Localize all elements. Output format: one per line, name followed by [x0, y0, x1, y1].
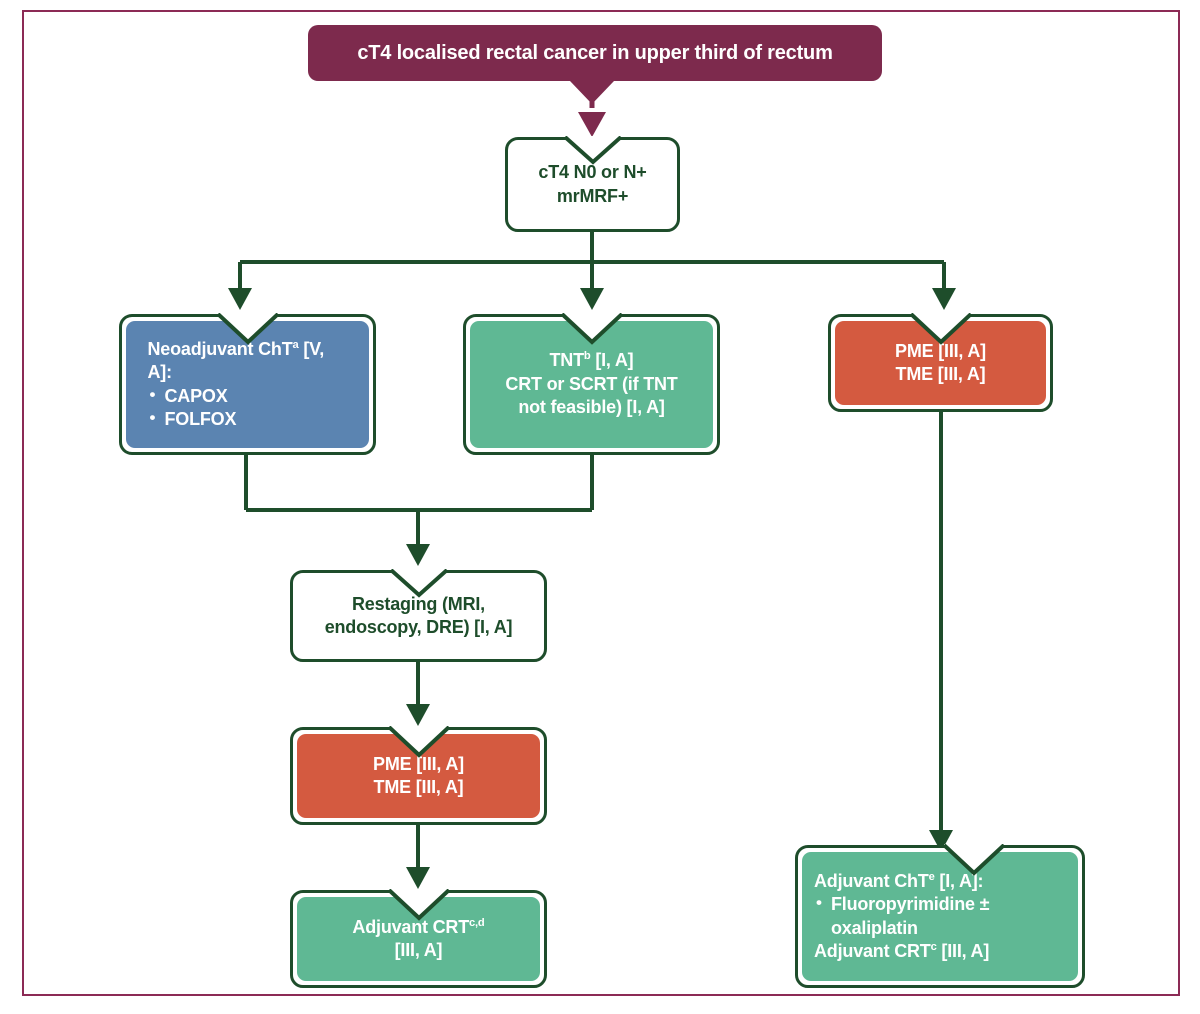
node-pme-tme-middle-line1: PME [III, A]	[373, 753, 464, 774]
node-staging[interactable]: cT4 N0 or N+ mrMRF+	[505, 136, 680, 232]
list-item: CAPOX	[148, 383, 348, 408]
node-neoadjuvant-cht-bullets: CAPOX FOLFOX	[148, 383, 348, 432]
node-neoadjuvant-cht-lead-sup: a	[292, 338, 299, 351]
node-tnt[interactable]: TNTb [I, A] CRT or SCRT (if TNT not feas…	[463, 313, 720, 455]
node-adjuvant-cht-lead-tail: [I, A]:	[934, 870, 984, 891]
node-adjuvant-crt-text: Adjuvant CRTc,d [III, A]	[352, 916, 484, 963]
node-pme-tme-right-text: PME [III, A] TME [III, A]	[895, 340, 986, 387]
node-pme-tme-middle-text: PME [III, A] TME [III, A]	[373, 753, 464, 800]
header-banner: cT4 localised rectal cancer in upper thi…	[308, 25, 882, 81]
node-adjuvant-cht-footer: Adjuvant CRTc [III, A]	[814, 940, 1066, 963]
arrowhead-restaging	[406, 544, 430, 566]
header-banner-label: cT4 localised rectal cancer in upper thi…	[357, 41, 833, 64]
arrowhead-tnt	[580, 288, 604, 310]
node-tnt-text: TNTb [I, A] CRT or SCRT (if TNT not feas…	[505, 349, 677, 419]
node-neoadjuvant-cht-lead-tail: [V, A]:	[147, 338, 325, 383]
node-neoadjuvant-cht[interactable]: Neoadjuvant ChTa [V, A]: CAPOX FOLFOX	[119, 313, 376, 455]
node-pme-tme-right-line1: PME [III, A]	[895, 340, 986, 361]
node-neoadjuvant-cht-lead-main: Neoadjuvant ChT	[147, 338, 293, 359]
node-restaging-line1: Restaging (MRI,	[351, 593, 485, 614]
node-restaging-line2: endoscopy, DRE) [I, A]	[324, 617, 513, 637]
arrowhead-neoadjuvant	[228, 288, 252, 310]
node-pme-tme-right-line2: TME [III, A]	[895, 364, 986, 384]
node-adjuvant-crt-line1-main: Adjuvant CRT	[352, 916, 470, 937]
arrowhead-group	[228, 288, 956, 889]
node-adjuvant-crt-line1: Adjuvant CRTc,d	[352, 916, 484, 939]
node-restaging-text: Restaging (MRI, endoscopy, DRE) [I, A]	[325, 593, 513, 640]
node-adjuvant-cht[interactable]: Adjuvant ChTe [I, A]: Fluoropyrimidine ±…	[795, 844, 1085, 988]
node-adjuvant-cht-footer-sup: c	[930, 940, 937, 953]
node-adjuvant-crt-line2: [III, A]	[394, 940, 443, 960]
node-neoadjuvant-cht-lead: Neoadjuvant ChTa [V, A]:	[148, 338, 348, 385]
node-adjuvant-crt[interactable]: Adjuvant CRTc,d [III, A]	[290, 889, 547, 988]
arrowhead-banner	[578, 112, 606, 137]
arrowhead-pme-right	[932, 288, 956, 310]
node-staging-text: cT4 N0 or N+ mrMRF+	[538, 161, 646, 208]
node-adjuvant-cht-bullets: Fluoropyrimidine ± oxaliplatin	[814, 892, 1066, 940]
arrowhead-adjuvant-cht	[929, 830, 953, 852]
node-adjuvant-cht-footer-tail: [III, A]	[936, 940, 990, 961]
node-pme-tme-middle[interactable]: PME [III, A] TME [III, A]	[290, 726, 547, 825]
arrowhead-pme-middle	[406, 704, 430, 726]
node-staging-line2: mrMRF+	[556, 185, 629, 206]
node-adjuvant-cht-text: Adjuvant ChTe [I, A]: Fluoropyrimidine ±…	[814, 870, 1066, 964]
node-adjuvant-cht-lead-main: Adjuvant ChT	[814, 870, 929, 891]
node-tnt-line1-sup: b	[583, 350, 591, 363]
node-tnt-line1: TNTb [I, A]	[505, 349, 677, 372]
banner-tail-notch	[570, 81, 614, 104]
node-tnt-line1-main: TNT	[549, 350, 585, 371]
node-pme-tme-middle-line2: TME [III, A]	[373, 777, 464, 797]
node-tnt-line2: CRT or SCRT (if TNT	[505, 373, 678, 394]
node-adjuvant-cht-footer-main: Adjuvant CRT	[814, 940, 931, 961]
arrowhead-adjuvant-crt	[406, 867, 430, 889]
list-item: Fluoropyrimidine ± oxaliplatin	[814, 892, 1066, 940]
list-item: FOLFOX	[148, 407, 348, 431]
node-staging-line1: cT4 N0 or N+	[538, 162, 647, 183]
node-neoadjuvant-cht-text: Neoadjuvant ChTa [V, A]: CAPOX FOLFOX	[148, 338, 348, 432]
node-adjuvant-cht-lead-sup: e	[928, 870, 935, 883]
connector-banner-group	[570, 81, 614, 137]
node-pme-tme-right[interactable]: PME [III, A] TME [III, A]	[828, 313, 1053, 412]
node-adjuvant-cht-lead: Adjuvant ChTe [I, A]:	[814, 870, 1066, 893]
node-tnt-line1-tail: [I, A]	[590, 350, 634, 371]
node-restaging[interactable]: Restaging (MRI, endoscopy, DRE) [I, A]	[290, 569, 547, 662]
node-adjuvant-crt-line1-sup: c,d	[469, 916, 485, 929]
node-tnt-line3: not feasible) [I, A]	[518, 397, 665, 418]
